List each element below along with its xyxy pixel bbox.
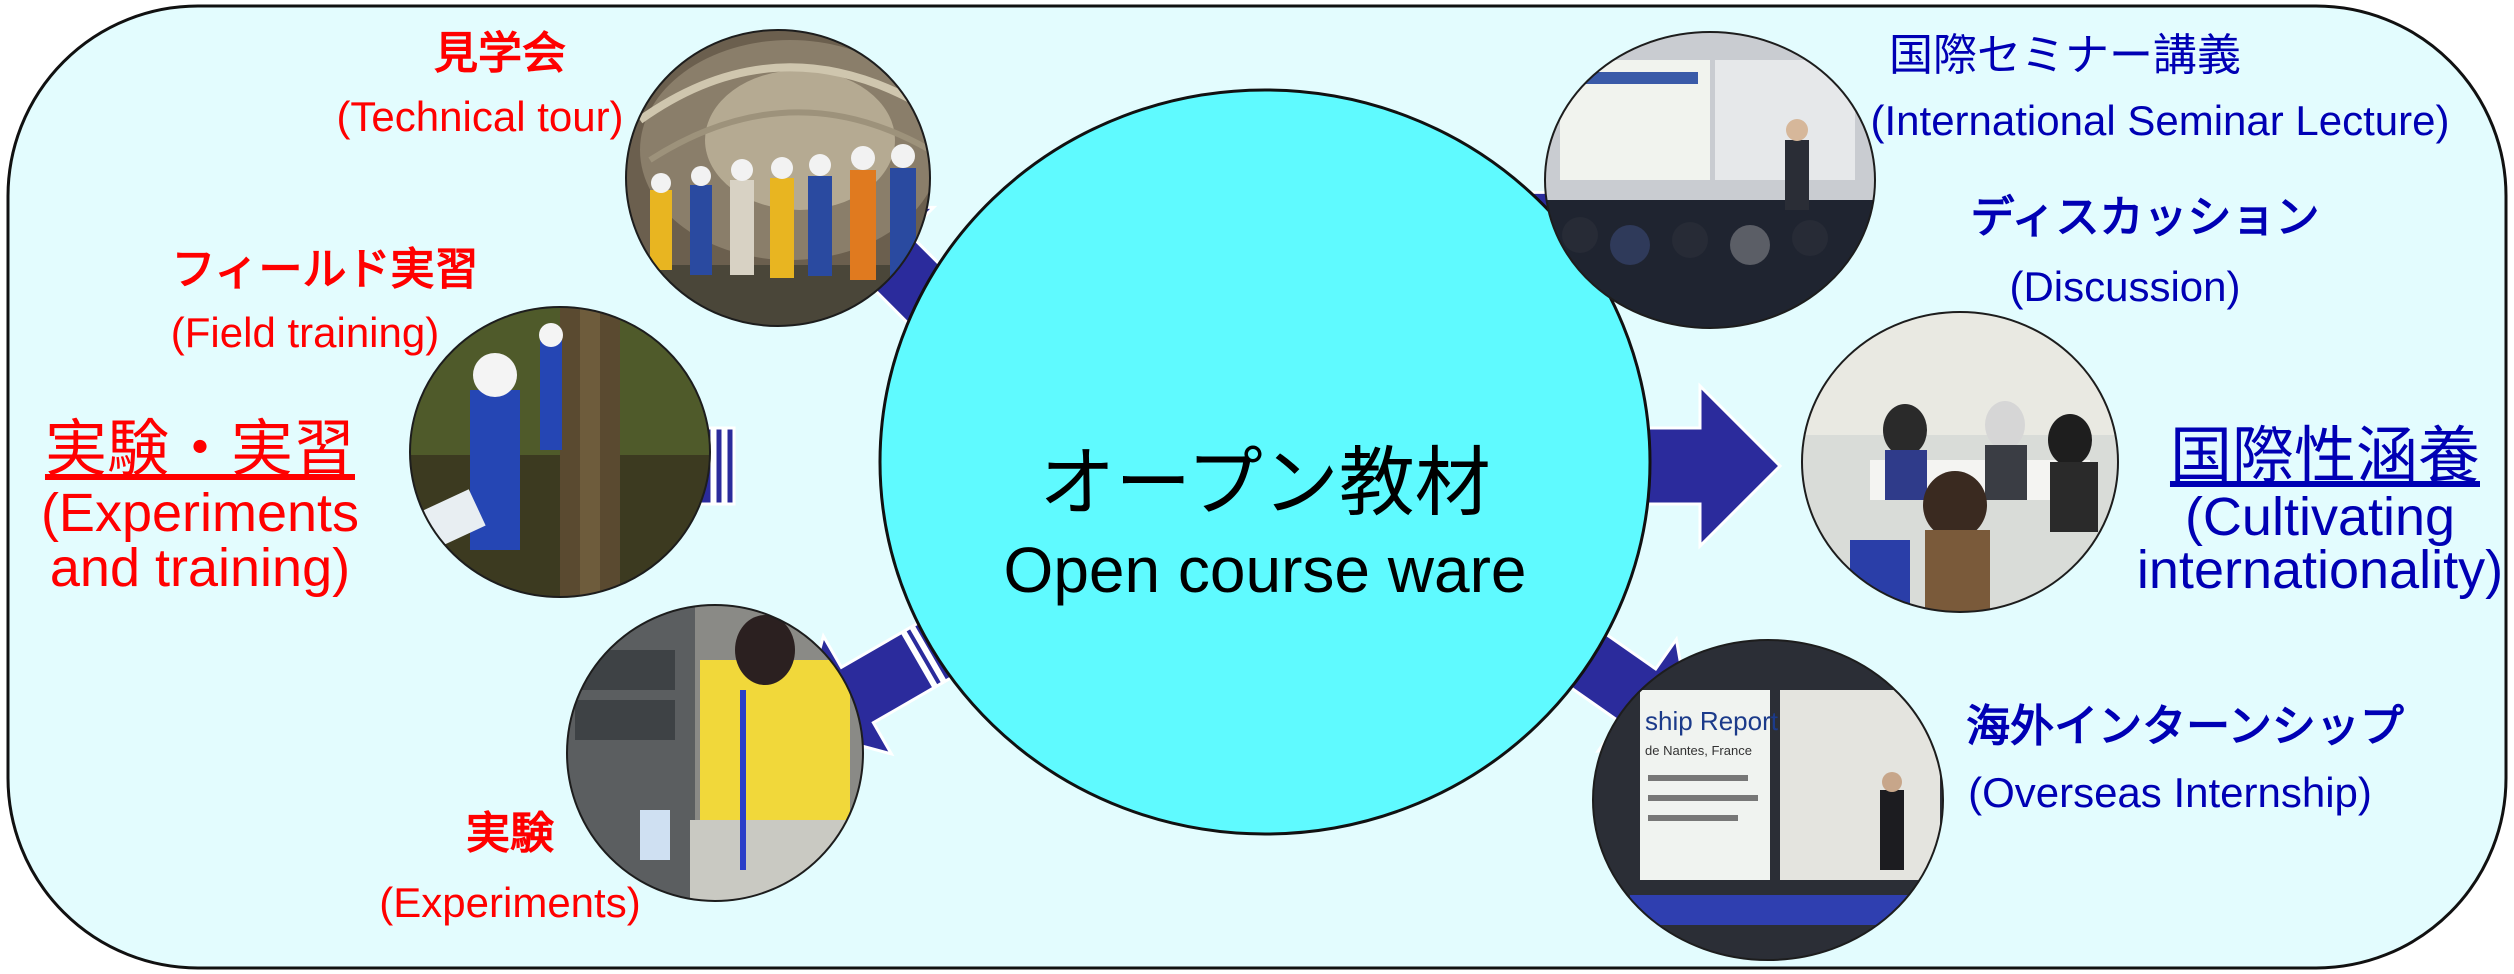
slide-subtitle: de Nantes, France bbox=[1645, 743, 1752, 758]
right-category-en-1: (Cultivating bbox=[2184, 487, 2456, 547]
tunnel-tour-photo bbox=[626, 30, 930, 326]
discussion-label-jp: ディスカッション bbox=[1970, 192, 2320, 243]
tour-label-en: (Technical tour) bbox=[336, 93, 624, 140]
field-label-en: (Field training) bbox=[170, 309, 440, 356]
seminar-label-en: (International Seminar Lecture) bbox=[1870, 97, 2450, 144]
discussion-label-en: (Discussion) bbox=[2009, 263, 2241, 310]
field-label-jp: フィールド実習 bbox=[171, 244, 479, 295]
internship-report-photo: ship Report de Nantes, France bbox=[1593, 640, 1943, 960]
seminar-label-jp: 国際セミナー講義 bbox=[1889, 30, 2241, 81]
lab-label-en: (Experiments) bbox=[379, 879, 641, 926]
slide-title: ship Report bbox=[1645, 706, 1779, 736]
seminar-lecture-photo bbox=[1545, 32, 1875, 328]
photo-outlines bbox=[409, 29, 2119, 961]
internship-label-jp: 海外インターンシップ bbox=[1966, 701, 2404, 752]
right-category-jp: 国際性涵養 bbox=[2169, 419, 2480, 492]
center-title-en: Open course ware bbox=[1003, 534, 1527, 606]
center-title-jp: オープン教材 bbox=[1039, 438, 1491, 527]
center-circle bbox=[878, 88, 1652, 836]
tour-label-jp: 見学会 bbox=[434, 28, 566, 79]
left-category-en-2: and training) bbox=[49, 538, 351, 598]
left-category-en-1: (Experiments bbox=[40, 483, 360, 543]
discussion-photo bbox=[1802, 312, 2118, 612]
left-category-jp: 実験・実習 bbox=[44, 412, 355, 485]
right-category-en-2: internationality) bbox=[2136, 540, 2504, 600]
lab-label-jp: 実験 bbox=[466, 808, 554, 859]
internship-label-en: (Overseas Internship) bbox=[1968, 769, 2372, 816]
